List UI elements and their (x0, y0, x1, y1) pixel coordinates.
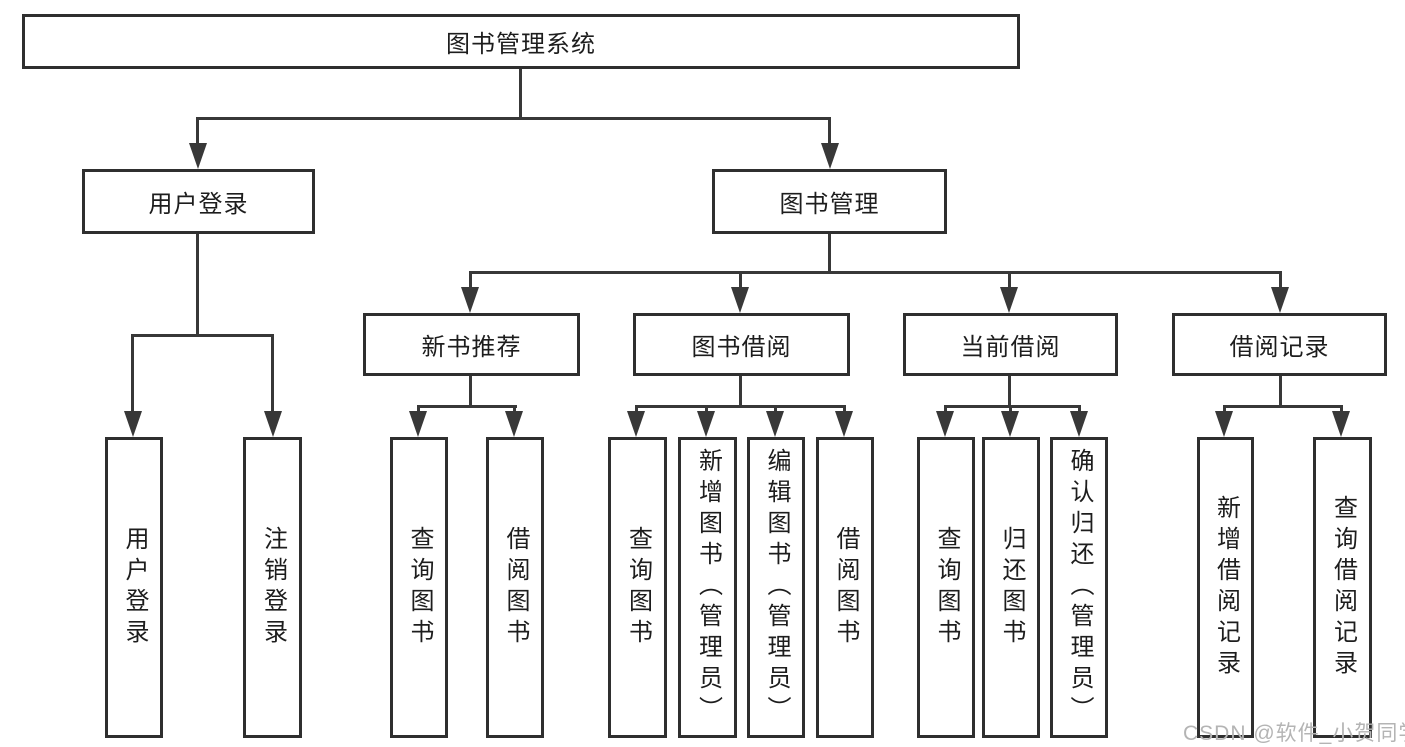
node-label: 图书管理系统 (446, 31, 596, 58)
leaf-label: 查询借阅记录 (1329, 494, 1357, 681)
connector-to-leaf (774, 405, 777, 414)
connector-to-leaf (417, 405, 420, 414)
leaf-label: 用户登录 (121, 525, 148, 650)
leaf-logout: 注销登录 (243, 437, 302, 738)
connector-current-stem (1008, 376, 1011, 407)
leaf-add-borrow-record: 新增借阅记录 (1197, 437, 1254, 738)
leaf-borrow-books-borrowing: 借阅图书 (816, 437, 874, 738)
leaf-query-books-current: 查询图书 (917, 437, 975, 738)
connector-to-new-book-recommendation (469, 271, 472, 291)
connector-level1-bar (196, 117, 831, 120)
arrow-down-icon (264, 411, 282, 437)
arrow-down-icon (1000, 287, 1018, 313)
leaf-borrow-books-recommend: 借阅图书 (486, 437, 544, 738)
leaf-label: 编辑图书（管理员） (763, 448, 790, 727)
connector-to-current-borrowing (1008, 271, 1011, 291)
node-book-management: 图书管理 (712, 169, 947, 234)
leaf-label: 归还图书 (998, 525, 1025, 650)
leaf-query-books-borrowing: 查询图书 (608, 437, 667, 738)
node-label: 新书推荐 (421, 334, 522, 361)
arrow-down-icon (1070, 411, 1088, 437)
leaf-query-books-recommend: 查询图书 (390, 437, 448, 738)
arrow-down-icon (1215, 411, 1233, 437)
connector-level3-bar (469, 271, 1282, 274)
arrow-down-icon (461, 287, 479, 313)
connector-to-leaf (1078, 405, 1081, 414)
connector-to-leaf-user-login (131, 334, 134, 412)
connector-to-leaf (1009, 405, 1012, 414)
node-label: 用户登录 (148, 191, 249, 218)
node-new-book-recommendation: 新书推荐 (363, 313, 580, 376)
arrow-down-icon (697, 411, 715, 437)
connector-recommend-stem (469, 376, 472, 407)
arrow-down-icon (731, 287, 749, 313)
connector-to-leaf (843, 405, 846, 414)
arrow-down-icon (1332, 411, 1350, 437)
connector-borrowing-stem (739, 376, 742, 407)
connector-to-leaf-logout (271, 334, 274, 412)
connector-records-bar (1223, 405, 1343, 408)
arrow-down-icon (189, 143, 207, 169)
connector-to-leaf (944, 405, 947, 414)
leaf-edit-book-admin: 编辑图书（管理员） (747, 437, 805, 738)
connector-current-bar (944, 405, 1081, 408)
leaf-return-book: 归还图书 (982, 437, 1040, 738)
node-book-borrowing: 图书借阅 (633, 313, 850, 376)
connector-borrowing-bar (635, 405, 846, 408)
connector-to-leaf (513, 405, 516, 414)
arrow-down-icon (835, 411, 853, 437)
connector-user-login-bar (132, 334, 274, 337)
connector-book-management-stem (828, 234, 831, 273)
arrow-down-icon (627, 411, 645, 437)
connector-user-login-stem (196, 234, 199, 337)
arrow-down-icon (124, 411, 142, 437)
connector-to-book-borrowing (739, 271, 742, 291)
leaf-label: 确认归还（管理员） (1066, 448, 1093, 727)
leaf-label: 查询图书 (406, 525, 433, 650)
arrow-down-icon (505, 411, 523, 437)
leaf-label: 查询图书 (624, 525, 652, 650)
node-label: 图书借阅 (691, 334, 792, 361)
arrow-down-icon (821, 143, 839, 169)
node-label: 当前借阅 (960, 334, 1061, 361)
node-label: 图书管理 (779, 191, 880, 218)
node-user-login: 用户登录 (82, 169, 315, 234)
connector-to-book-management (828, 117, 831, 147)
node-label: 借阅记录 (1229, 334, 1330, 361)
leaf-label: 查询图书 (933, 525, 960, 650)
leaf-add-book-admin: 新增图书（管理员） (678, 437, 737, 738)
connector-to-user-login (196, 117, 199, 147)
arrow-down-icon (1271, 287, 1289, 313)
node-current-borrowing: 当前借阅 (903, 313, 1118, 376)
connector-to-borrowing-records (1279, 271, 1282, 291)
connector-recommend-bar (417, 405, 517, 408)
connector-to-leaf (1340, 405, 1343, 414)
leaf-label: 新增借阅记录 (1212, 494, 1240, 681)
arrow-down-icon (409, 411, 427, 437)
leaf-label: 借阅图书 (502, 525, 529, 650)
arrow-down-icon (1001, 411, 1019, 437)
arrow-down-icon (936, 411, 954, 437)
connector-records-stem (1279, 376, 1282, 407)
connector-to-leaf (705, 405, 708, 414)
arrow-down-icon (766, 411, 784, 437)
node-library-management-system: 图书管理系统 (22, 14, 1020, 69)
leaf-label: 新增图书（管理员） (694, 448, 722, 727)
leaf-confirm-return-admin: 确认归还（管理员） (1050, 437, 1108, 738)
connector-to-leaf (1223, 405, 1226, 414)
leaf-user-login: 用户登录 (105, 437, 163, 738)
connector-to-leaf (635, 405, 638, 414)
leaf-query-borrow-record: 查询借阅记录 (1313, 437, 1372, 738)
csdn-watermark: CSDN @软件_小贺同学 (1183, 722, 1405, 745)
node-borrowing-records: 借阅记录 (1172, 313, 1387, 376)
leaf-label: 注销登录 (259, 525, 287, 650)
connector-root-stem (519, 69, 522, 119)
leaf-label: 借阅图书 (832, 525, 859, 650)
